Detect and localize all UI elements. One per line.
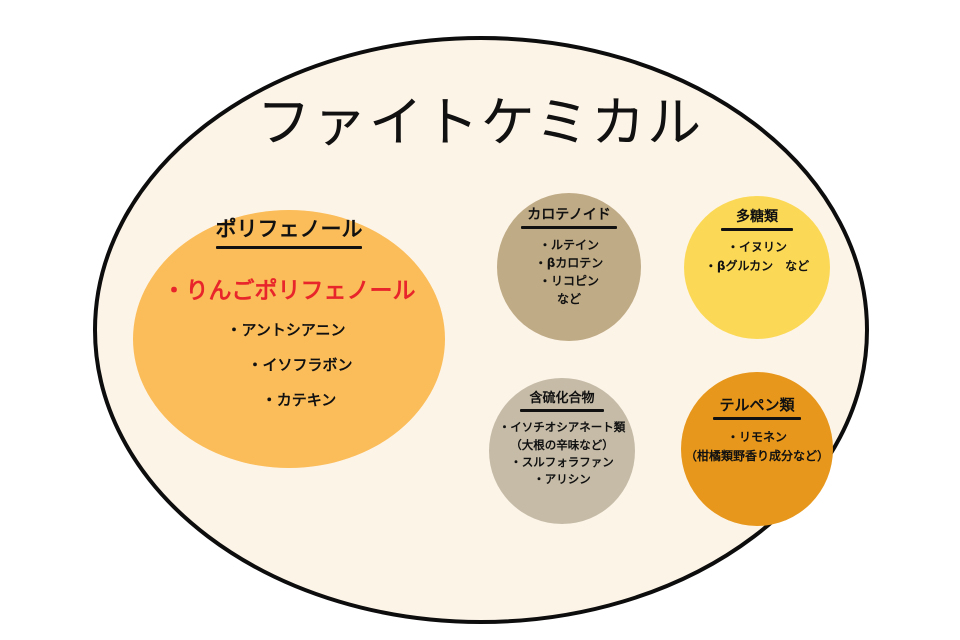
- group-item-list-polysaccharide: ・イヌリン ・βグルカン など: [705, 240, 809, 274]
- list-item: ・アントシアニン: [226, 321, 346, 340]
- group-title-polyphenol: ポリフェノール: [215, 217, 363, 241]
- list-item: ・βグルカン など: [704, 259, 810, 274]
- group-item-list-polyphenol: ・アントシアニン ・イソフラボン ・カテキン: [225, 321, 352, 409]
- list-item: ・ルテイン: [538, 238, 599, 253]
- title-underline: [216, 246, 362, 250]
- title-underline: [721, 228, 793, 232]
- list-item: ・リコピン: [538, 274, 599, 289]
- list-item: ・アリシン: [533, 472, 591, 487]
- group-item-list-terpene: ・リモネン （柑橘類野香り成分など）: [685, 430, 829, 464]
- list-item: ・イヌリン: [726, 240, 787, 255]
- group-bubble-polyphenol[interactable]: ポリフェノール ・りんごポリフェノール ・アントシアニン ・イソフラボン ・カテ…: [133, 210, 445, 468]
- group-item-list-sulfur-compounds: ・イソチオシアネート類 （大根の辛味など） ・スルフォラファン ・アリシン: [499, 420, 626, 487]
- list-item: （柑橘類野香り成分など）: [684, 448, 829, 463]
- group-bubble-carotenoid[interactable]: カロテノイド ・ルテイン ・βカロテン ・リコピン など: [497, 193, 641, 341]
- highlight-item-apple-polyphenol: ・りんごポリフェノール: [162, 278, 416, 305]
- group-item-list-carotenoid: ・ルテイン ・βカロテン ・リコピン など: [535, 238, 604, 307]
- list-item: ・イソチオシアネート類: [498, 420, 626, 435]
- list-item: ・イソフラボン: [247, 355, 353, 374]
- list-item: ・スルフォラファン: [510, 455, 614, 470]
- group-title-sulfur-compounds: 含硫化合物: [529, 391, 595, 406]
- group-title-terpene: テルペン類: [719, 396, 795, 414]
- list-item: ・βカロテン: [534, 256, 604, 271]
- group-title-carotenoid: カロテノイド: [527, 207, 611, 223]
- outer-ellipse-shape: [93, 36, 869, 624]
- list-item: など: [556, 292, 581, 307]
- group-bubble-terpene[interactable]: テルペン類 ・リモネン （柑橘類野香り成分など）: [681, 372, 833, 526]
- list-item: （大根の辛味など）: [510, 437, 614, 452]
- title-underline: [713, 416, 801, 420]
- group-bubble-polysaccharide[interactable]: 多糖類 ・イヌリン ・βグルカン など: [684, 196, 830, 339]
- group-title-polysaccharide: 多糖類: [736, 209, 778, 225]
- list-item: ・カテキン: [261, 390, 337, 409]
- title-underline: [521, 226, 617, 230]
- list-item: ・リモネン: [726, 429, 787, 444]
- page-title: ファイトケミカル: [256, 91, 704, 154]
- group-bubble-sulfur-compounds[interactable]: 含硫化合物 ・イソチオシアネート類 （大根の辛味など） ・スルフォラファン ・ア…: [489, 378, 635, 524]
- title-underline: [520, 409, 604, 413]
